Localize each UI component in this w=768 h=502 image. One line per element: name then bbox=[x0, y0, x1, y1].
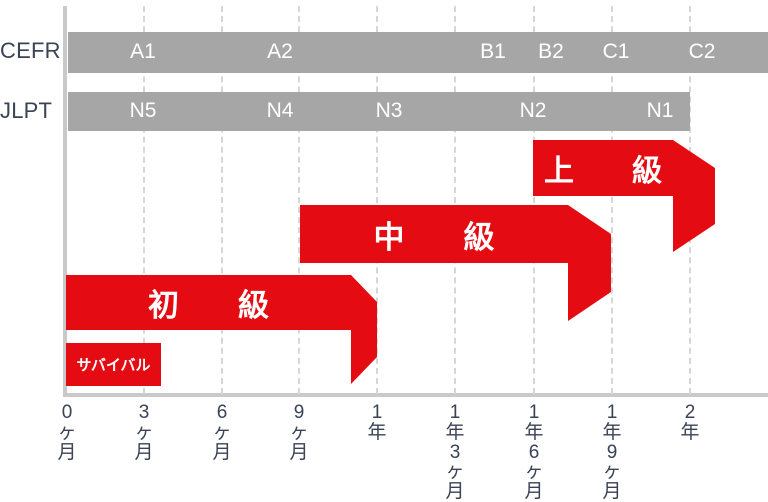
level-label-joukyuu: 上 級 bbox=[544, 155, 676, 188]
x-tick-line-3: 月 bbox=[289, 441, 309, 463]
cefr-tick-a2: A2 bbox=[267, 40, 293, 63]
cefr-tick-b1: B1 bbox=[480, 40, 506, 63]
x-tick-line-2: 年 bbox=[445, 421, 465, 443]
x-tick-line-3: 月 bbox=[134, 441, 154, 463]
x-tick-line-2: 年 bbox=[367, 421, 387, 443]
x-tick-line-1: 1 bbox=[371, 402, 383, 423]
x-tick-line-2: ヶ bbox=[57, 421, 77, 443]
x-tick-line-3: 3 bbox=[449, 441, 461, 463]
x-tick-line-4: ヶ bbox=[524, 461, 544, 483]
gridline-6mo bbox=[221, 6, 223, 394]
x-tick-9mo: 9 ヶ 月 bbox=[289, 403, 308, 462]
level-arrow-chuukyuu: 中 級 bbox=[300, 205, 611, 321]
x-tick-line-1: 6 bbox=[216, 402, 228, 423]
level-label-survival: サバイバル bbox=[76, 357, 151, 374]
level-arrow-shokyuu: 初 級 bbox=[66, 275, 377, 384]
x-tick-line-5: 月 bbox=[602, 481, 622, 502]
cefr-tick-c2: C2 bbox=[688, 40, 716, 63]
jlpt-tick-n4: N4 bbox=[266, 99, 294, 122]
jlpt-tick-n5: N5 bbox=[129, 99, 157, 122]
x-tick-line-2: ヶ bbox=[289, 421, 309, 443]
x-tick-line-1: 2 bbox=[684, 402, 696, 423]
x-tick-3mo: 3 ヶ 月 bbox=[134, 403, 153, 462]
gridline-3mo bbox=[143, 6, 145, 394]
x-tick-line-3: 月 bbox=[57, 441, 77, 463]
x-tick-line-4: ヶ bbox=[602, 461, 622, 483]
gridline-1y bbox=[376, 6, 378, 394]
gridline-1y6mo bbox=[533, 6, 535, 394]
x-tick-line-1: 0 bbox=[61, 402, 73, 423]
cefr-tick-b2: B2 bbox=[538, 40, 564, 63]
x-tick-line-5: 月 bbox=[524, 481, 544, 502]
row-label-cefr: CEFR bbox=[0, 38, 61, 63]
y-axis-line bbox=[63, 6, 67, 395]
level-label-chuukyuu: 中 級 bbox=[373, 219, 509, 255]
x-tick-line-4: ヶ bbox=[445, 461, 465, 483]
x-tick-line-1: 9 bbox=[293, 402, 305, 423]
level-arrow-joukyuu: 上 級 bbox=[533, 140, 715, 252]
x-tick-1y9mo: 1 年 9 ヶ 月 bbox=[602, 403, 621, 502]
x-tick-1y3mo: 1 年 3 ヶ 月 bbox=[445, 403, 464, 502]
x-tick-line-3: 6 bbox=[528, 441, 540, 463]
jlpt-tick-n2: N2 bbox=[519, 99, 547, 122]
x-tick-6mo: 6 ヶ 月 bbox=[212, 403, 231, 462]
x-tick-line-1: 1 bbox=[606, 402, 618, 423]
cefr-scale-bar: A1 A2 B1 B2 C1 C2 bbox=[68, 32, 768, 73]
x-tick-line-1: 1 bbox=[449, 402, 461, 423]
arrow-head-icon bbox=[568, 205, 611, 321]
x-tick-line-3: 月 bbox=[212, 441, 232, 463]
level-box-survival: サバイバル bbox=[66, 343, 161, 386]
x-tick-line-1: 3 bbox=[138, 402, 150, 423]
jlpt-tick-n3: N3 bbox=[375, 99, 403, 122]
cefr-tick-a1: A1 bbox=[130, 40, 156, 63]
x-axis-line bbox=[63, 393, 768, 397]
jlpt-tick-n1: N1 bbox=[646, 99, 674, 122]
gridline-1y9mo bbox=[611, 6, 613, 394]
row-label-jlpt: JLPT bbox=[0, 98, 53, 123]
x-tick-2y: 2 年 bbox=[680, 403, 699, 443]
x-tick-1y: 1 年 bbox=[367, 403, 386, 443]
arrow-head-icon bbox=[351, 275, 377, 384]
gridline-9mo bbox=[298, 6, 300, 394]
x-tick-line-2: 年 bbox=[680, 421, 700, 443]
x-tick-line-2: 年 bbox=[524, 421, 544, 443]
x-tick-line-2: 年 bbox=[602, 421, 622, 443]
x-tick-1y6mo: 1 年 6 ヶ 月 bbox=[524, 403, 543, 502]
x-tick-line-1: 1 bbox=[528, 402, 540, 423]
x-tick-line-3: 9 bbox=[606, 441, 618, 463]
arrow-head-icon bbox=[673, 140, 715, 252]
gridline-1y3mo bbox=[454, 6, 456, 394]
cefr-tick-c1: C1 bbox=[602, 40, 630, 63]
x-tick-line-2: ヶ bbox=[212, 421, 232, 443]
x-tick-line-5: 月 bbox=[445, 481, 465, 502]
jlpt-scale-bar: N5 N4 N3 N2 N1 bbox=[68, 92, 690, 131]
x-tick-line-2: ヶ bbox=[134, 421, 154, 443]
level-label-shokyuu: 初 級 bbox=[148, 288, 283, 323]
x-tick-0mo: 0 ヶ 月 bbox=[57, 403, 76, 462]
